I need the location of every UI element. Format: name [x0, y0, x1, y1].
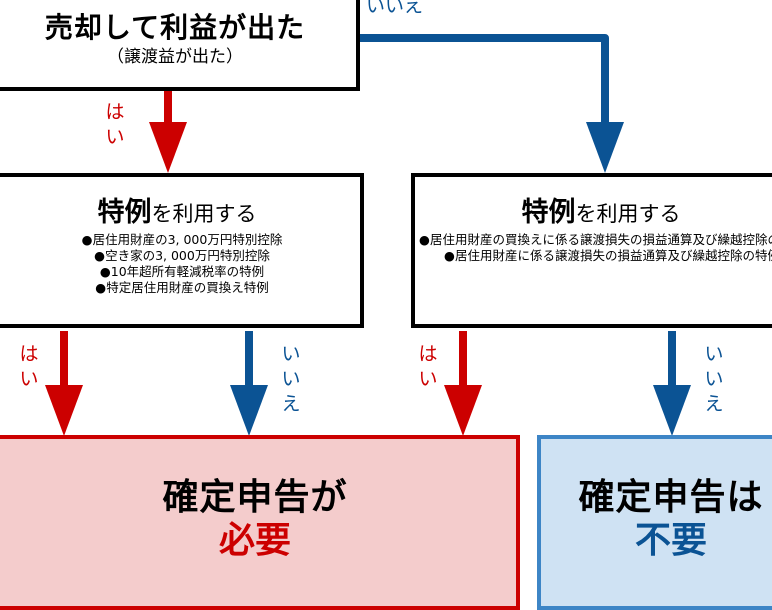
rule-items: ●居住用財産の買換えに係る譲渡損失の損益通算及び繰越控除の特例 ●居住用財産に係…: [407, 232, 772, 264]
result-line1: 確定申告が: [162, 477, 348, 518]
rule-title: 特例を利用する: [0, 198, 360, 231]
label-start-yes: はい: [105, 101, 125, 148]
rule-items: ●居住用財産の3, 000万円特別控除 ●空き家の3, 000万円特別控除 ●1…: [0, 232, 360, 296]
result-line1: 確定申告は: [578, 477, 764, 518]
start-title: 売却して利益が出た: [44, 11, 306, 44]
label-left-no: いいえ: [281, 343, 301, 415]
special-rule-node-left: 特例を利用する ●居住用財産の3, 000万円特別控除 ●空き家の3, 000万…: [0, 173, 364, 328]
special-rule-node-right: 特例を利用する ●居住用財産の買換えに係る譲渡損失の損益通算及び繰越控除の特例 …: [411, 173, 772, 328]
start-node: 売却して利益が出た （譲渡益が出た）: [0, 0, 360, 91]
flow-arrows: [45, 34, 691, 436]
rule-title-rest: を利用する: [151, 202, 257, 226]
rule-item: ●空き家の3, 000万円特別控除: [94, 248, 270, 263]
label-right-yes: はい: [418, 343, 438, 390]
result-line2: 不要: [634, 520, 707, 561]
result-filing-not-required: 確定申告は 不要: [537, 435, 772, 610]
rule-item: ●10年超所有軽減税率の特例: [99, 264, 265, 279]
rule-title-bold: 特例: [521, 197, 576, 228]
label-right-no: いいえ: [704, 343, 724, 415]
rule-item: ●居住用財産に係る譲渡損失の損益通算及び繰越控除の特例: [444, 248, 772, 263]
arrow-right-yes: [444, 331, 482, 436]
arrow-start-yes: [149, 91, 187, 173]
arrow-left-yes: [45, 331, 83, 436]
rule-title: 特例を利用する: [415, 198, 772, 231]
rule-item: ●居住用財産の3, 000万円特別控除: [81, 232, 283, 247]
arrow-start-no: [360, 34, 624, 173]
arrow-left-no: [230, 331, 268, 436]
label-left-yes: はい: [19, 343, 39, 390]
label-start-no: いいえ: [366, 0, 424, 17]
start-subtitle: （譲渡益が出た）: [107, 47, 243, 67]
rule-title-bold: 特例: [97, 197, 152, 228]
rule-item: ●特定居住用財産の買換え特例: [95, 280, 269, 295]
rule-item: ●居住用財産の買換えに係る譲渡損失の損益通算及び繰越控除の特例: [419, 232, 772, 247]
result-line2: 必要: [218, 520, 291, 561]
result-filing-required: 確定申告が 必要: [0, 435, 520, 610]
arrow-right-no: [653, 331, 691, 436]
rule-title-rest: を利用する: [575, 202, 681, 226]
